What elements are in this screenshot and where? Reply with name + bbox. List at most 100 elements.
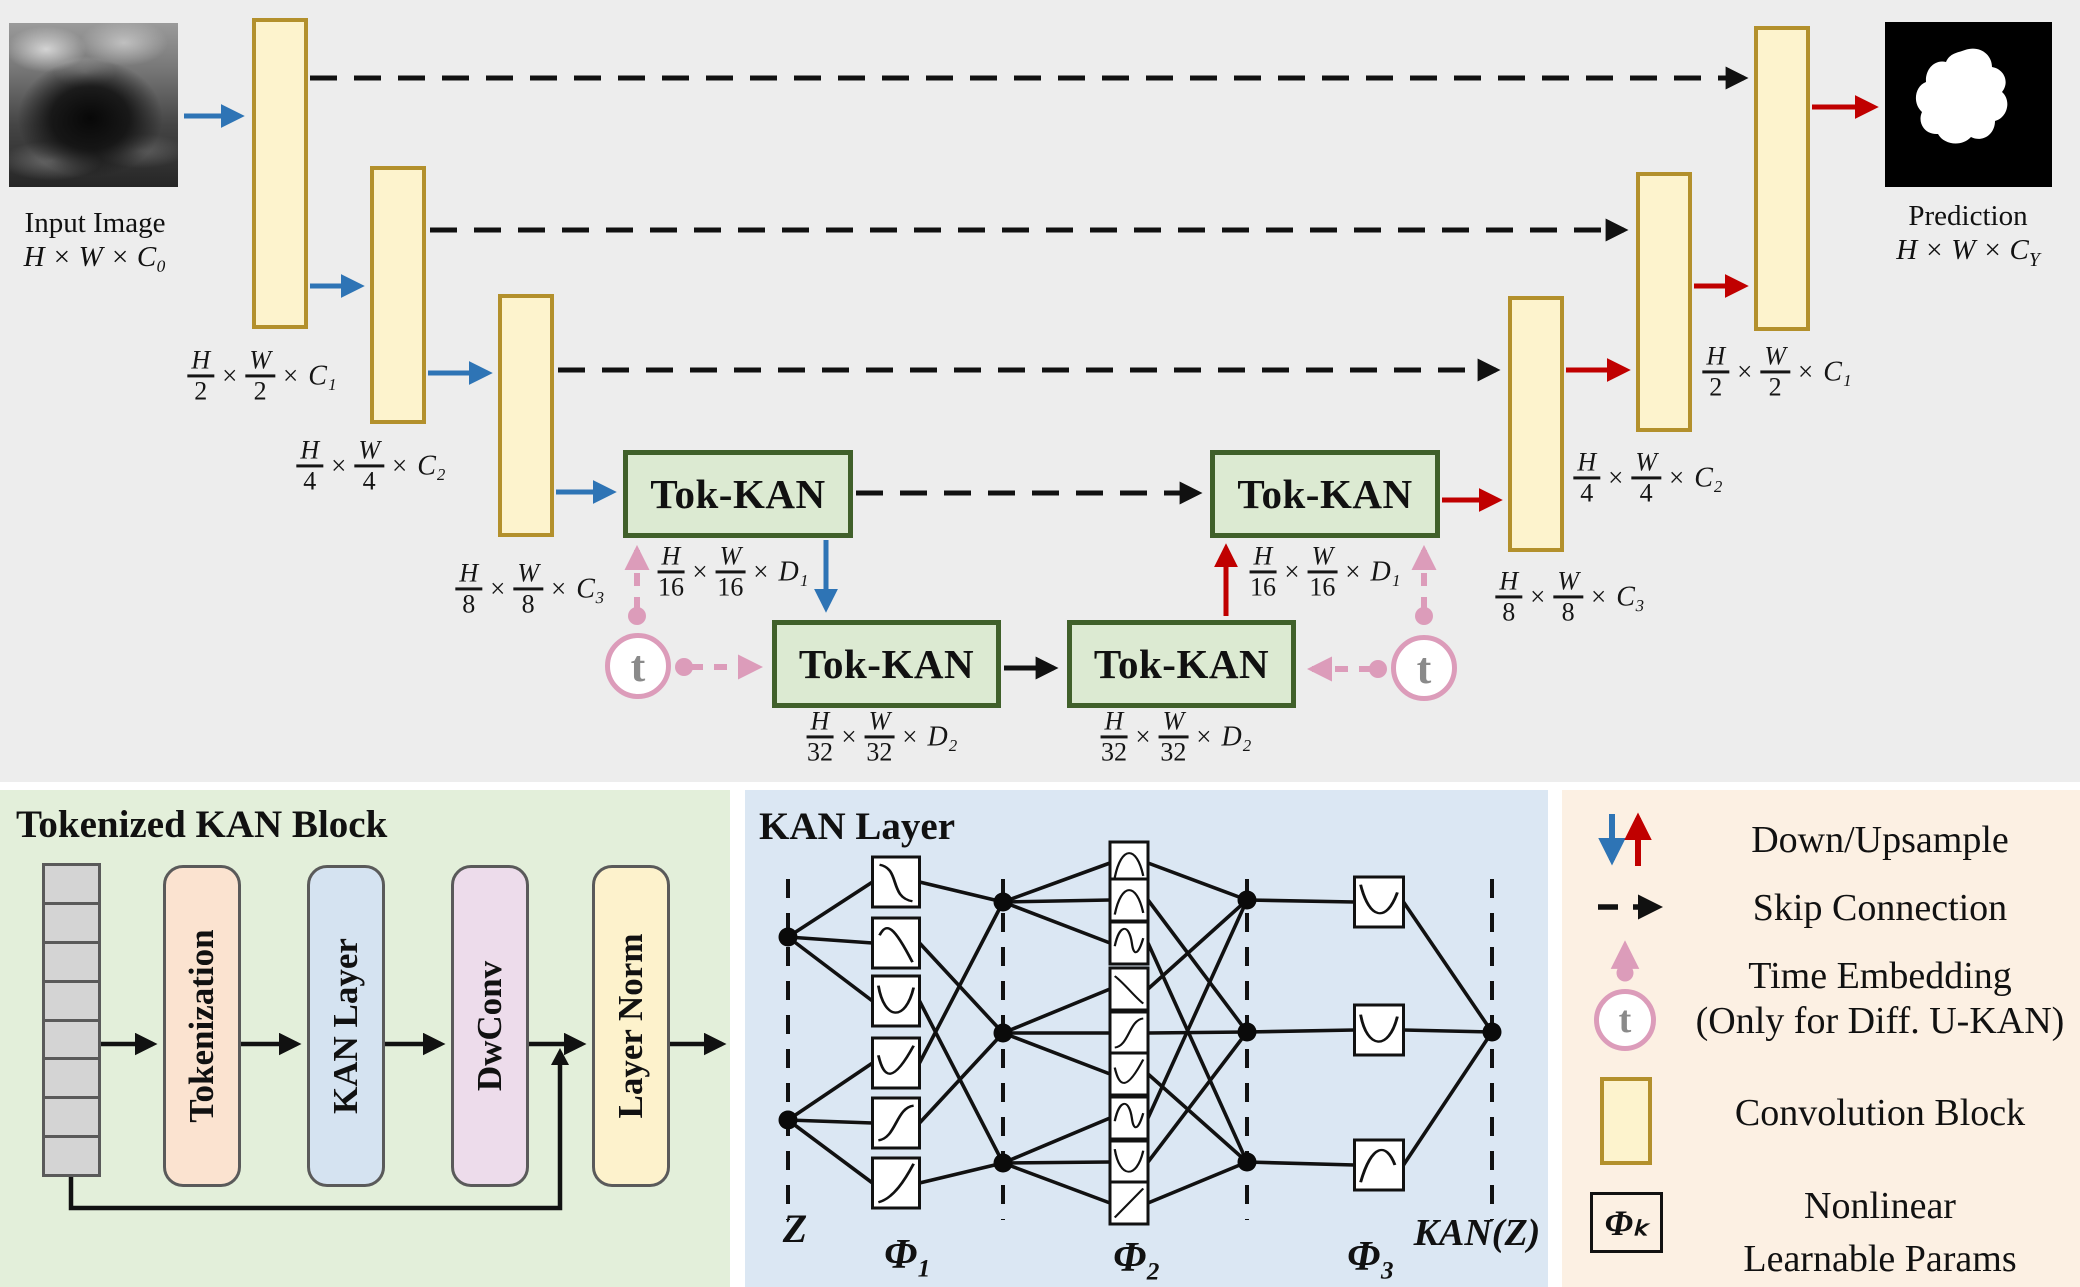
prediction-mask-image: [1885, 22, 2052, 187]
learnable-activation-box: [1353, 1138, 1405, 1192]
tok-kan-bottleneck-2: Tok-KAN: [1067, 620, 1296, 708]
kan-edge: [919, 1161, 1004, 1185]
token-cell: [42, 1057, 101, 1100]
kan-edge: [1146, 898, 1249, 1034]
kan-edge: [787, 880, 874, 939]
kan-node: [993, 1153, 1013, 1173]
phi-k-label: Φₖ: [1604, 1202, 1649, 1243]
token-cell: [42, 1135, 101, 1177]
prediction-caption-line1: Prediction: [1908, 200, 2028, 232]
kan-node: [1237, 1152, 1257, 1172]
encoder-conv-block-3: [498, 294, 554, 537]
kan-edge: [787, 1118, 873, 1125]
tok-kan-label: Tok-KAN: [1237, 471, 1413, 517]
kan-edge: [1002, 898, 1111, 904]
pipeline-block-dwconv: DwConv: [451, 865, 529, 1187]
tok-kan-decoder-1: Tok-KAN: [1210, 450, 1440, 538]
kan-edge: [917, 901, 1005, 1064]
arrow-layer: [184, 66, 1879, 682]
tokenized-kan-block-panel: Tokenized KAN Block Tokenization KAN Laye…: [0, 790, 730, 1287]
spline-curve: [1359, 1148, 1397, 1183]
spline-curve: [877, 1163, 915, 1204]
kan-edge: [1402, 1031, 1494, 1166]
tok-kan-bottleneck-1: Tok-KAN: [772, 620, 1001, 708]
legend-label-skip: Skip Connection: [1752, 887, 2008, 929]
spline-curve: [877, 1104, 915, 1142]
kan-edge: [1147, 1030, 1248, 1035]
spline-curve: [878, 927, 914, 963]
kan-edge: [919, 880, 1004, 904]
pipeline-block-tokenization: Tokenization: [163, 865, 241, 1187]
token-cell: [42, 1096, 101, 1139]
tok-kan-encoder-1: Tok-KAN: [623, 450, 853, 538]
kan-edge: [786, 1118, 874, 1185]
spline-curve: [879, 863, 913, 903]
legend-label-nonlinear2: Learnable Params: [1743, 1238, 2017, 1280]
kan-label: Z: [782, 1206, 807, 1251]
decoder-conv-block-3: [1508, 296, 1564, 552]
kan-label: Φ₃: [1347, 1234, 1395, 1280]
kan-edge: [1246, 1028, 1355, 1034]
encoder-conv-block-1: [252, 18, 308, 329]
kan-edge: [1147, 1160, 1248, 1205]
input-caption-line1: Input Image: [24, 207, 166, 239]
kan-edge: [1002, 861, 1111, 904]
learnable-activation-box: [1108, 877, 1150, 923]
learnable-activation-box: [1353, 875, 1405, 929]
kan-node: [993, 1023, 1013, 1043]
panel1-title: Tokenized KAN Block: [16, 803, 388, 846]
spline-curve: [1359, 884, 1399, 915]
pipeline-block-label: DwConv: [470, 960, 509, 1092]
pipeline-block-label: Tokenization: [182, 929, 221, 1123]
kan-node: [1237, 890, 1257, 910]
spline-curve: [1359, 1014, 1399, 1043]
kan-edge: [1403, 1028, 1493, 1034]
kan-edge: [1002, 1161, 1111, 1205]
time-embedding-icon-circle: t: [1594, 989, 1656, 1051]
time-embed-dot: [1415, 607, 1433, 625]
spline-curve: [1113, 1059, 1145, 1084]
tok-kan-label: Tok-KAN: [1093, 641, 1270, 687]
spline-curve: [1113, 852, 1145, 878]
residual-arrowhead: [551, 1048, 569, 1065]
pipeline-block-kan-layer: KAN Layer: [307, 865, 385, 1187]
learnable-activation-box: [871, 974, 921, 1028]
spline-curve: [876, 1045, 915, 1075]
kan-label: Φ₂: [1113, 1235, 1161, 1281]
kan-edge: [1146, 899, 1249, 1119]
kan-node: [993, 892, 1013, 912]
panel2-title: KAN Layer: [759, 805, 956, 848]
legend-label-time1: Time Embedding: [1748, 955, 2012, 997]
legend-icons: [1598, 812, 1664, 982]
convolution-block-icon: [1600, 1077, 1652, 1165]
segmentation-blob: [1915, 48, 2008, 144]
learnable-activation-box: [1353, 1003, 1405, 1057]
input-ultrasound-image: [9, 23, 178, 187]
kan-edge: [786, 935, 874, 1003]
kan-edge: [1147, 861, 1248, 902]
kan-edge: [787, 935, 873, 945]
token-column: [42, 863, 101, 1177]
kan-edge: [1002, 900, 1111, 945]
spline-curve: [1113, 927, 1145, 954]
prediction-caption-dims: H × W × CY: [1896, 234, 2040, 271]
architecture-diagram: Input Image H × W × C₀ Prediction H × W …: [0, 0, 2080, 782]
token-cell: [42, 901, 101, 944]
panel1-arrows: [68, 1032, 727, 1211]
kan-edge: [917, 1000, 1005, 1164]
kan-node: [778, 1110, 798, 1130]
tok-kan-label: Tok-KAN: [650, 471, 826, 517]
learnable-activation-box: [1108, 1139, 1150, 1185]
decoder-conv-block-1: [1754, 26, 1810, 331]
kan-edge: [1002, 987, 1111, 1035]
legend-label-downupsample: Down/Upsample: [1751, 819, 2009, 861]
time-embedding-icon-dot: [1616, 964, 1634, 982]
spline-curve: [1113, 1102, 1145, 1129]
